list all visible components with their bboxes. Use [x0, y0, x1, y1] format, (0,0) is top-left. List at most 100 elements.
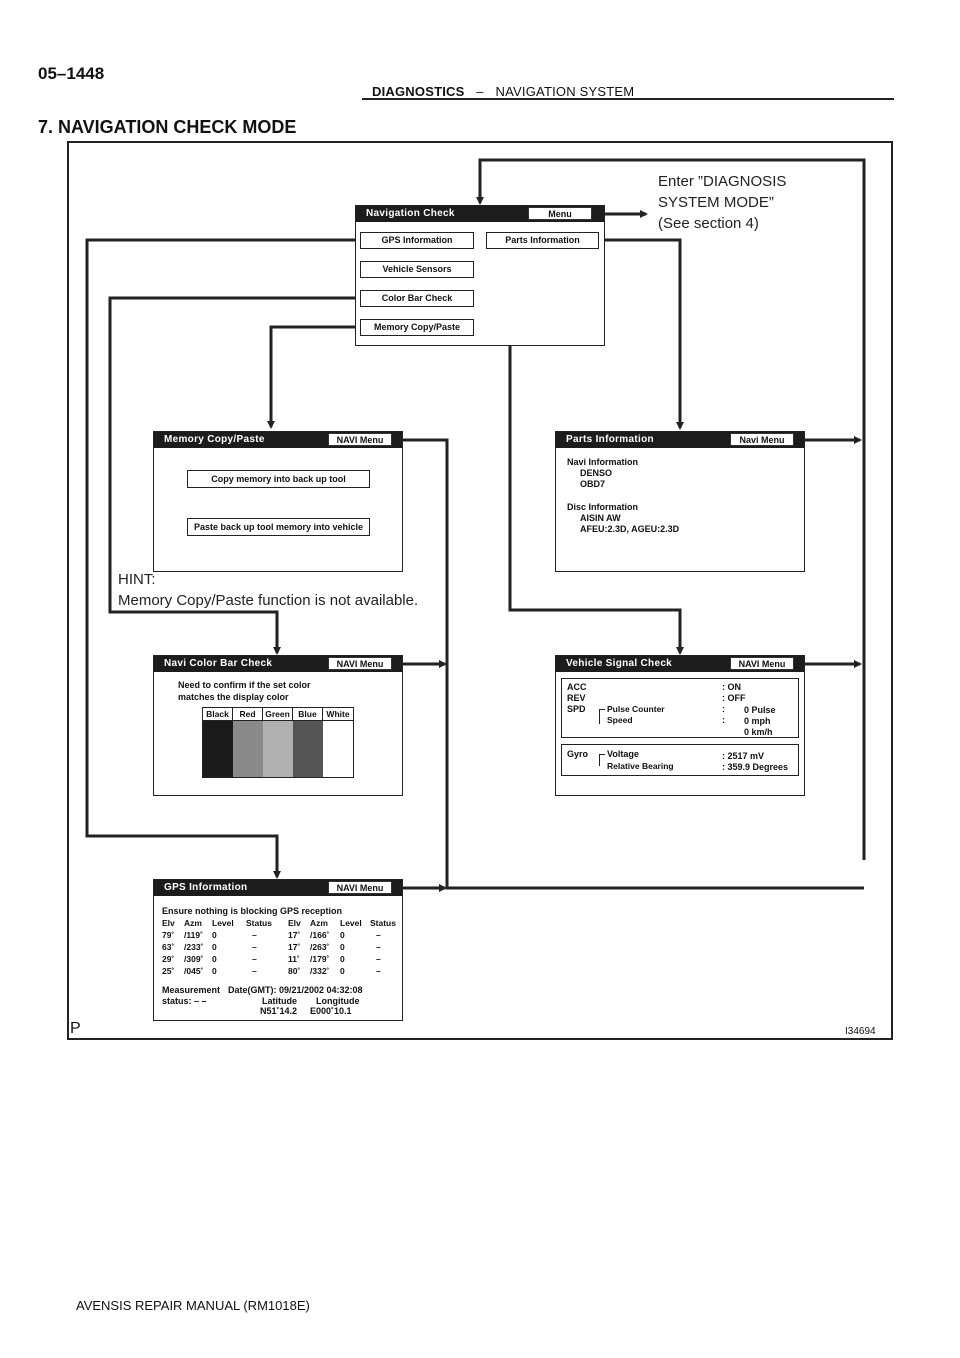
return-line-to-nav-check [476, 158, 866, 860]
enter-note-line3: (See section 4) [658, 215, 759, 232]
latitude-value: N51˚14.2 [260, 1006, 298, 1016]
memory-navi-menu-button[interactable]: NAVI Menu [328, 433, 392, 446]
page-number: 05–1448 [38, 64, 105, 83]
measurement-status: status: – – [162, 996, 207, 1006]
figure-reference: I34694 [845, 1026, 876, 1037]
menu-button[interactable]: Menu [528, 207, 592, 220]
vehicle-sensors-button[interactable]: Vehicle Sensors [360, 261, 474, 278]
memory-title: Memory Copy/Paste [164, 434, 265, 445]
corner-mark: P [70, 1020, 81, 1037]
parts-navi-menu-button[interactable]: Navi Menu [730, 433, 794, 446]
colorbar-title: Navi Color Bar Check [164, 658, 273, 669]
color-bar-table: Black Red Green Blue White [202, 707, 354, 778]
colorbar-navi-menu-button[interactable]: NAVI Menu [328, 657, 392, 670]
signal-navi-menu-button[interactable]: NAVI Menu [730, 657, 794, 670]
latitude-label: Latitude [262, 996, 297, 1006]
voltage-value: : 2517 mV [722, 751, 765, 761]
page-footer: AVENSIS REPAIR MANUAL (RM1018E) [76, 1298, 310, 1313]
vehicle-signal-check-screen: Vehicle Signal Check NAVI Menu ACC REV S… [555, 655, 805, 796]
header-topic: NAVIGATION SYSTEM [495, 84, 635, 99]
signal-title: Vehicle Signal Check [566, 658, 673, 669]
section-title: 7. NAVIGATION CHECK MODE [38, 117, 297, 137]
colorbar-titlebar: Navi Color Bar Check NAVI Menu [154, 656, 402, 672]
gps-information-button[interactable]: GPS Information [360, 232, 474, 249]
gps-instruction: Ensure nothing is blocking GPS reception [162, 906, 343, 916]
copy-memory-button[interactable]: Copy memory into back up tool [187, 470, 370, 488]
navigation-check-title: Navigation Check [366, 208, 455, 219]
gps-titlebar: GPS Information NAVI Menu [154, 880, 402, 896]
bearing-value: : 359.9 Degrees [722, 762, 789, 772]
gps-information-screen: GPS Information NAVI Menu Ensure nothing… [153, 879, 403, 1021]
line-to-memory-screen [267, 325, 356, 429]
gps-table-cell: 80˚ [288, 966, 301, 976]
gps-table-cell: /263˚ [310, 942, 330, 952]
memory-copy-paste-button[interactable]: Memory Copy/Paste [360, 319, 474, 336]
speed-colon: : [722, 715, 725, 725]
gps-table-cell: – [376, 930, 381, 940]
gps-table-cell: /045˚ [184, 966, 204, 976]
longitude-value: E000˚10.1 [310, 1006, 352, 1016]
gps-table-cell: 79˚ [162, 930, 175, 940]
color-swatch-blue [293, 721, 323, 777]
enter-note-line1: Enter ”DIAGNOSIS [658, 173, 787, 190]
pulse-value: 0 Pulse [744, 705, 776, 715]
color-label-green: Green [263, 708, 293, 721]
parts-information-screen: Parts Information Navi Menu Navi Informa… [555, 431, 805, 572]
color-label-black: Black [203, 708, 233, 721]
gps-table-header: Status [246, 918, 272, 928]
colorbar-instruction-1: Need to confirm if the set color [178, 680, 311, 690]
gps-table-cell: 0 [212, 966, 217, 976]
parts-titlebar: Parts Information Navi Menu [556, 432, 804, 448]
color-bar-check-button[interactable]: Color Bar Check [360, 290, 474, 307]
navi-maker: DENSO [580, 468, 613, 478]
pulse-counter-label: Pulse Counter [607, 704, 665, 714]
hint-label: HINT: [118, 571, 156, 588]
gyro-bracket [599, 754, 605, 766]
gps-table-header: Azm [184, 918, 202, 928]
pulse-colon: : [722, 704, 725, 714]
voltage-label: Voltage [607, 749, 639, 759]
gps-navi-menu-button[interactable]: NAVI Menu [328, 881, 392, 894]
relative-bearing-label: Relative Bearing [607, 761, 674, 771]
gps-table-cell: 25˚ [162, 966, 175, 976]
gps-table-cell: /332˚ [310, 966, 330, 976]
gps-date: Date(GMT): 09/21/2002 04:32:08 [228, 985, 363, 995]
gps-table-cell: 11˚ [288, 954, 300, 964]
header-section: DIAGNOSTICS [372, 84, 465, 99]
gps-table-cell: /166˚ [310, 930, 330, 940]
spd-bracket [599, 709, 605, 724]
navi-code: OBD7 [580, 479, 606, 489]
disc-maker: AISIN AW [580, 513, 621, 523]
gps-table-cell: 29˚ [162, 954, 175, 964]
navigation-check-screen: Navigation Check Menu GPS Information Pa… [355, 205, 605, 346]
paste-memory-button[interactable]: Paste back up tool memory into vehicle [187, 518, 370, 536]
signal-box-gyro [561, 744, 799, 776]
signal-titlebar: Vehicle Signal Check NAVI Menu [556, 656, 804, 672]
disc-version: AFEU:2.3D, AGEU:2.3D [580, 524, 680, 534]
color-swatch-white [323, 721, 353, 777]
gps-table-cell: /119˚ [184, 930, 203, 940]
line-to-colorbar-screen [108, 296, 356, 655]
header-separator: – [476, 84, 484, 99]
gps-table-cell: – [252, 942, 257, 952]
gps-table-cell: – [376, 966, 381, 976]
measurement-label: Measurement [162, 985, 221, 995]
gps-table-cell: 0 [340, 942, 345, 952]
rev-value: : OFF [722, 693, 746, 703]
parts-information-button[interactable]: Parts Information [486, 232, 599, 249]
color-label-red: Red [233, 708, 263, 721]
kmh-value: 0 km/h [744, 727, 773, 737]
gps-table-header: Status [370, 918, 396, 928]
color-label-blue: Blue [293, 708, 323, 721]
navigation-check-titlebar: Navigation Check Menu [356, 206, 604, 222]
gps-table-cell: 17˚ [288, 942, 301, 952]
mph-value: 0 mph [744, 716, 771, 726]
gps-table-cell: – [376, 942, 381, 952]
gps-table-cell: – [376, 954, 381, 964]
gps-title: GPS Information [164, 882, 248, 893]
spd-label: SPD [567, 704, 586, 714]
gps-table-cell: – [252, 966, 257, 976]
running-header: DIAGNOSTICS – NAVIGATION SYSTEM [372, 84, 634, 99]
gps-table-header: Azm [310, 918, 328, 928]
colorbar-instruction-2: matches the display color [178, 692, 289, 702]
